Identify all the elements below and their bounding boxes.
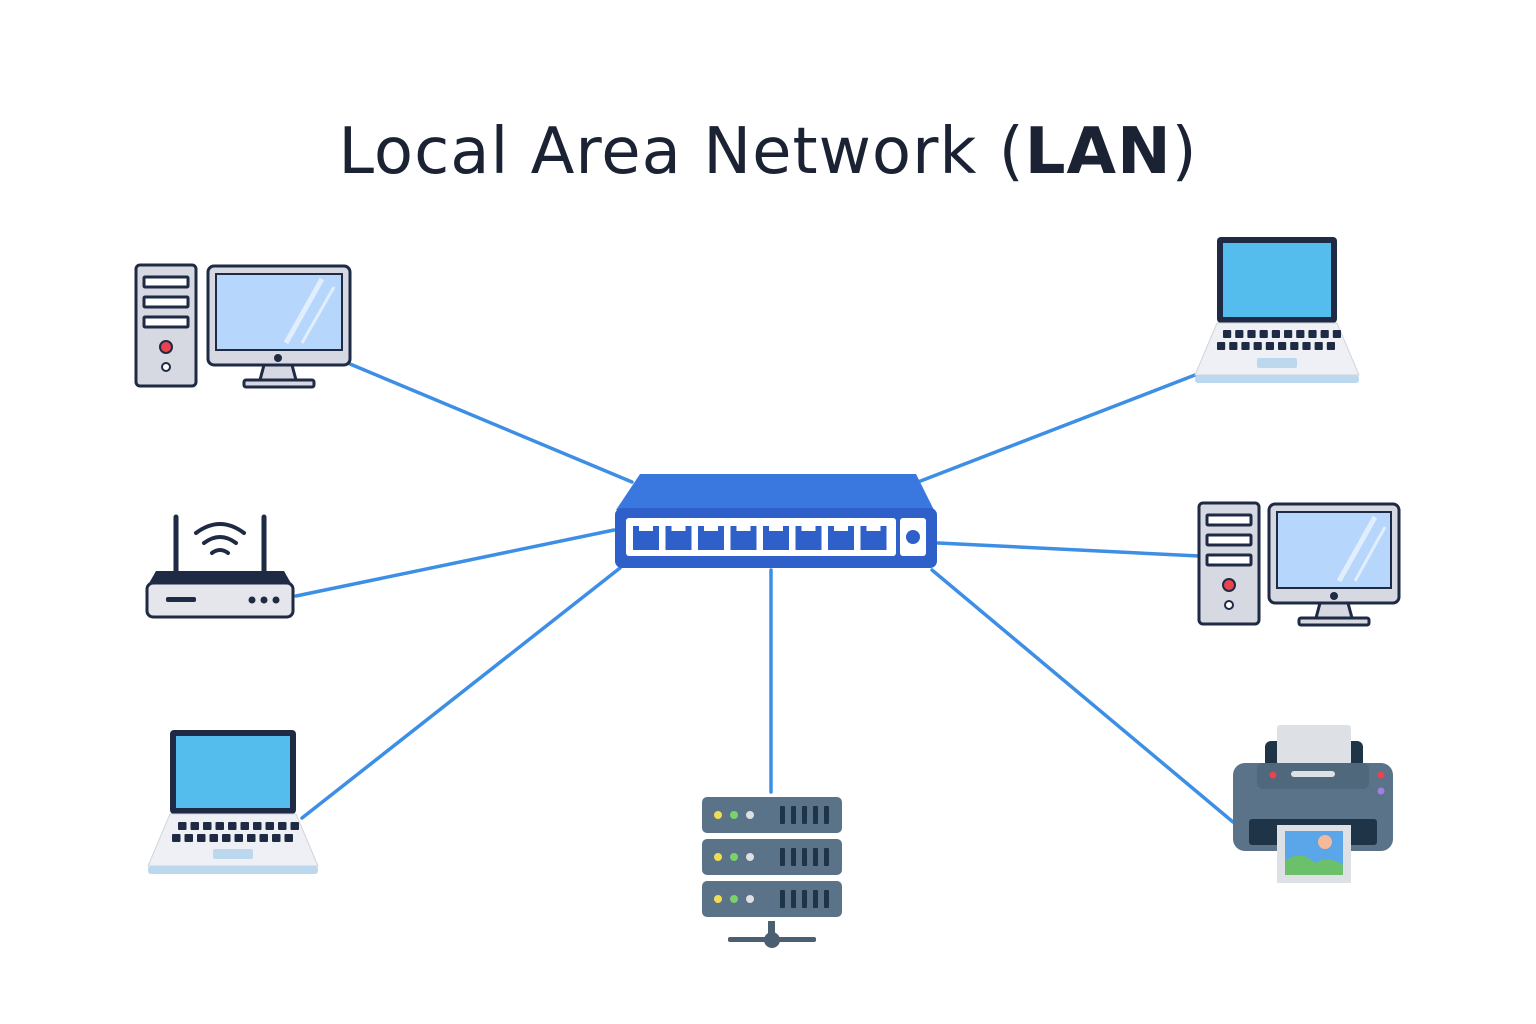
desktop-computer-icon — [134, 263, 352, 389]
title-text: Local Area Network ( — [338, 114, 1025, 189]
link-printer-bottom-right — [930, 568, 1235, 824]
ethernet-port-icon — [698, 526, 724, 550]
key — [290, 822, 299, 830]
key — [247, 834, 256, 842]
server-rack-icon — [702, 797, 842, 948]
server-units — [702, 797, 842, 917]
key — [1302, 342, 1311, 350]
laptop-icon — [147, 730, 319, 874]
wifi-signal-icon — [194, 522, 246, 555]
key — [240, 822, 249, 830]
key — [284, 834, 293, 842]
key — [1247, 330, 1256, 338]
key — [1308, 330, 1317, 338]
key — [1332, 330, 1341, 338]
key — [1326, 342, 1335, 350]
key — [1265, 342, 1274, 350]
key — [1296, 330, 1305, 338]
key — [1271, 330, 1280, 338]
title-acronym: LAN — [1024, 114, 1172, 189]
key — [190, 822, 199, 830]
laptop-icon — [1194, 237, 1360, 383]
key — [1320, 330, 1329, 338]
key — [1259, 330, 1268, 338]
link-router-left — [294, 528, 616, 598]
network-links — [294, 362, 1235, 824]
key — [234, 834, 243, 842]
ethernet-port-icon — [633, 526, 659, 550]
ethernet-port-icon — [665, 526, 692, 550]
key — [184, 834, 193, 842]
key — [197, 834, 206, 842]
key — [1229, 342, 1238, 350]
key — [203, 822, 212, 830]
key — [1241, 342, 1250, 350]
ethernet-port-icon — [795, 526, 822, 550]
key — [1253, 342, 1262, 350]
server-unit — [702, 839, 842, 875]
server-unit — [702, 797, 842, 833]
key — [1290, 342, 1299, 350]
key — [172, 834, 181, 842]
wireless-router-icon — [145, 514, 295, 619]
laptop-keyboard — [172, 822, 299, 842]
server-unit — [702, 881, 842, 917]
key — [1284, 330, 1293, 338]
key — [1235, 330, 1244, 338]
key — [272, 834, 281, 842]
key — [278, 822, 287, 830]
link-laptop-bottom-left — [300, 566, 622, 820]
switch-ports — [633, 526, 887, 550]
key — [259, 834, 268, 842]
network-switch-icon — [615, 474, 937, 568]
key — [209, 834, 218, 842]
printer-icon — [1233, 725, 1393, 883]
key — [222, 834, 231, 842]
ethernet-port-icon — [730, 526, 757, 550]
key — [253, 822, 262, 830]
ethernet-port-icon — [860, 526, 887, 550]
link-laptop-top-right — [916, 373, 1197, 484]
diagram-title: Local Area Network (LAN) — [0, 115, 1536, 189]
key — [1278, 342, 1287, 350]
link-desktop-right — [936, 541, 1201, 558]
key — [265, 822, 274, 830]
key — [178, 822, 187, 830]
title-close: ) — [1171, 114, 1198, 189]
laptop-keyboard — [1217, 330, 1341, 350]
ethernet-port-icon — [828, 526, 854, 550]
key — [1223, 330, 1232, 338]
key — [1314, 342, 1323, 350]
key — [1217, 342, 1226, 350]
key — [228, 822, 237, 830]
ethernet-port-icon — [763, 526, 789, 550]
desktop-computer-icon — [1197, 501, 1401, 627]
link-desktop-top-left — [348, 362, 634, 484]
key — [215, 822, 224, 830]
